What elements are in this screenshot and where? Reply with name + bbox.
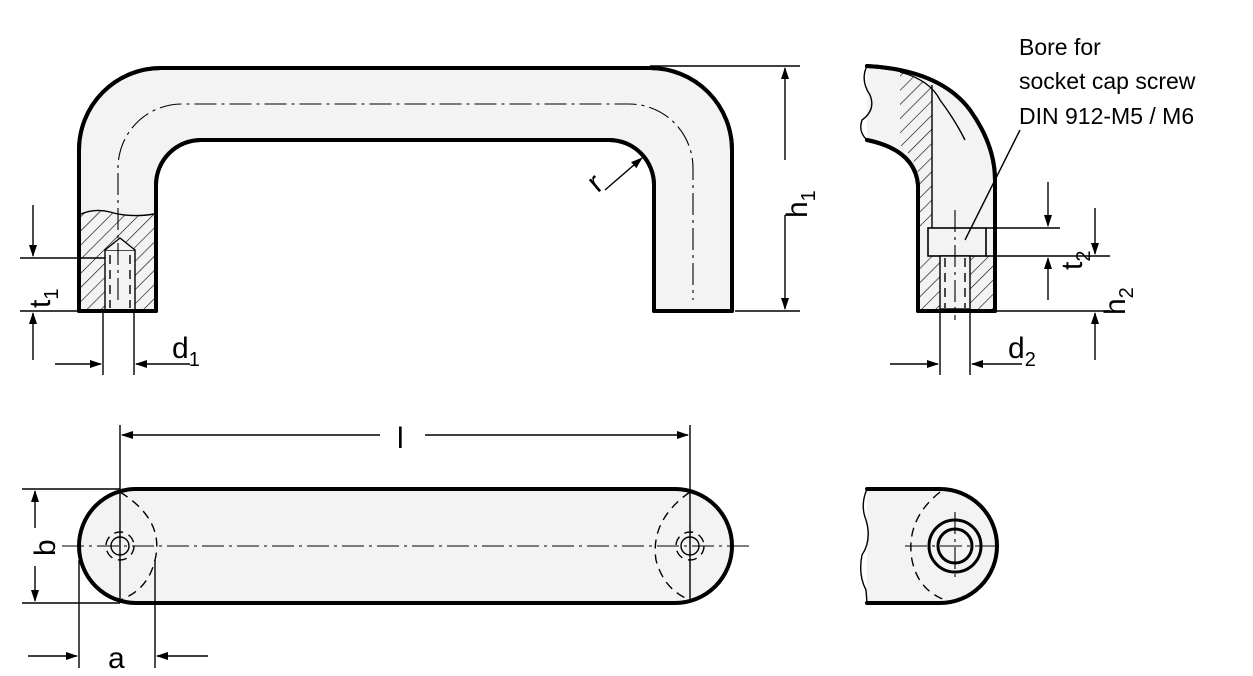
top-side-hidden — [910, 491, 946, 601]
label-t1: t1 — [24, 289, 63, 308]
dim-t2: t2 — [986, 182, 1110, 300]
foot-hidden-left — [119, 491, 158, 601]
top-view — [62, 487, 750, 605]
counterbore — [927, 227, 987, 257]
side-break-edge — [860, 65, 873, 141]
front-view — [77, 66, 734, 313]
label-d1: d1 — [172, 332, 200, 371]
dim-d1: d1 — [55, 311, 200, 375]
side-view — [860, 64, 997, 320]
dim-t1: t1 — [20, 205, 105, 360]
dim-h1: h1 — [650, 65, 820, 312]
top-side-break — [859, 488, 869, 604]
foot-hidden-right — [654, 491, 691, 601]
dim-d2: d2 — [890, 311, 1036, 375]
label-l: l — [397, 422, 404, 455]
dim-a: a — [28, 560, 208, 675]
label-h2: h2 — [1099, 287, 1138, 315]
label-r: r — [581, 167, 610, 199]
note-line-3: DIN 912-M5 / M6 — [1019, 103, 1194, 129]
note-leader — [964, 129, 1021, 241]
label-t2: t2 — [1056, 251, 1095, 270]
side-hatch-lower — [920, 256, 940, 309]
top-side-view — [859, 487, 1000, 605]
label-h1: h1 — [781, 190, 820, 218]
handle-centerline — [117, 103, 694, 300]
bore-left-tip — [104, 237, 136, 251]
dim-r: r — [581, 157, 643, 199]
note-line-2: socket cap screw — [1019, 68, 1196, 94]
note-line-1: Bore for — [1019, 34, 1101, 60]
note-bore: Bore for socket cap screw DIN 912-M5 / M… — [1019, 34, 1196, 129]
label-d2: d2 — [1008, 332, 1036, 371]
section-break-line — [80, 209, 155, 217]
side-hatch-upper — [900, 72, 932, 228]
dim-b: b — [22, 488, 120, 604]
label-b: b — [29, 539, 62, 556]
dim-l: l — [119, 422, 691, 600]
label-a: a — [108, 642, 125, 675]
dim-h2: h2 — [995, 208, 1138, 360]
